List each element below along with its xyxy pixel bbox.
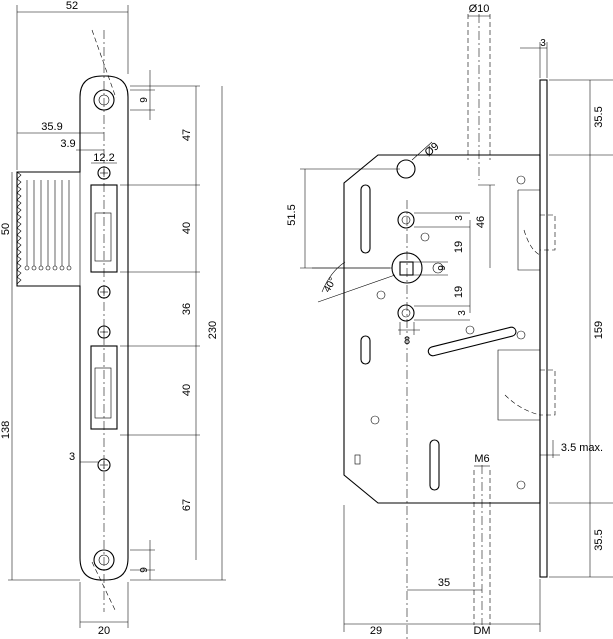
dim-bottom-35-5: 35.5 — [593, 529, 605, 550]
bolt-housing — [497, 349, 556, 421]
bottom-slot — [429, 439, 440, 491]
small-hole-h — [370, 415, 380, 425]
dim-follower-9: 9 — [437, 265, 448, 271]
small-hole-c — [420, 232, 430, 242]
latch-housing — [517, 189, 556, 271]
small-hole-e — [465, 325, 475, 335]
dim-cylinder-dia: Ø9 — [423, 140, 442, 159]
dim-width-top: 52 — [66, 0, 78, 12]
left-slot-top — [360, 184, 371, 254]
dim-seg-40b: 40 — [181, 384, 193, 396]
dim-thread-m6: M6 — [474, 453, 489, 465]
dim-latch-setback: 3.9 — [60, 138, 75, 150]
dim-plate-thickness: 3 — [540, 38, 546, 49]
dim-total-230: 230 — [207, 321, 219, 339]
faceplate-view: 52 35.9 3.9 12.2 50 9 47 40 36 40 67 230 — [0, 0, 226, 637]
dim-19b: 19 — [453, 286, 465, 298]
dim-top-35-5: 35.5 — [593, 106, 605, 127]
diagonal-slot — [427, 326, 517, 357]
bottom-spindle — [473, 465, 491, 625]
dim-screw-offset: 3 — [69, 451, 75, 463]
dim-angle-40: 40° — [322, 276, 339, 295]
bottom-dash — [91, 561, 117, 613]
dim-51-5: 51.5 — [286, 204, 298, 225]
dim-width-bottom: 20 — [98, 625, 110, 637]
lock-body-view: Ø10 3 35.5 Ø9 51.5 3 46 9 19 — [286, 3, 613, 639]
dim-seg-67: 67 — [181, 499, 193, 511]
dim-19a: 19 — [453, 241, 465, 253]
dim-latch-width: 12.2 — [93, 152, 114, 164]
dim-hole-3b: 3 — [457, 310, 468, 316]
dim-spindle-top: Ø10 — [469, 3, 490, 15]
bolt-teeth — [16, 171, 72, 285]
small-tab — [354, 454, 361, 465]
forend-plate — [539, 79, 548, 578]
lower-hole — [397, 304, 415, 322]
dim-backset-29: 29 — [370, 625, 382, 637]
faceplate-outline — [16, 75, 129, 581]
small-hole-d — [516, 175, 526, 185]
lock-case-outline — [343, 154, 541, 504]
small-hole-a — [432, 262, 444, 274]
dim-square-8: 8 — [404, 335, 410, 347]
dim-top-screw: 9 — [139, 97, 150, 103]
dim-bottom-screw: 9 — [139, 567, 150, 573]
dim-bolt-height: 50 — [0, 223, 12, 235]
small-hole-b — [376, 290, 386, 300]
top-spindle — [467, 14, 491, 180]
small-hole-g — [516, 480, 526, 490]
dim-max-3-5: 3.5 max. — [561, 442, 603, 454]
dim-35: 35 — [438, 577, 450, 589]
dim-height-138: 138 — [0, 421, 12, 439]
dim-seg-40a: 40 — [181, 222, 193, 234]
dim-bolt-projection: 35.9 — [41, 121, 62, 133]
dim-seg-36: 36 — [181, 303, 193, 315]
top-dash — [91, 29, 117, 99]
left-slot-bottom — [360, 335, 371, 365]
dim-height-159: 159 — [593, 321, 605, 339]
upper-hole — [397, 211, 415, 229]
dim-46: 46 — [475, 216, 487, 228]
small-hole-f — [516, 330, 526, 340]
dim-hole-3a: 3 — [454, 215, 465, 221]
dim-seg-47: 47 — [181, 129, 193, 141]
dim-backset-dm: DM — [473, 625, 490, 637]
